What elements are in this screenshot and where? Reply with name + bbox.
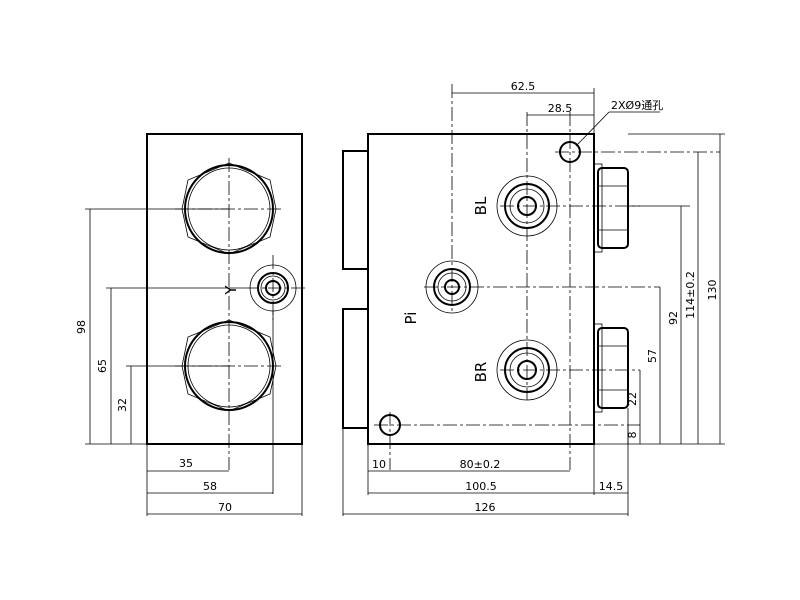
dim-8: 8 — [626, 432, 639, 439]
dim-14-5: 14.5 — [599, 480, 624, 493]
dim-22: 22 — [626, 392, 639, 406]
fitting-lower — [593, 323, 629, 413]
right-view: BL BR Pi 62.5 28.5 2XØ9通孔 130 114±0.2 92… — [342, 80, 725, 516]
dim-98: 98 — [75, 320, 88, 334]
dim-70: 70 — [218, 501, 232, 514]
side-block-upper — [342, 150, 369, 270]
dim-10: 10 — [372, 458, 386, 471]
fitting-upper — [593, 163, 629, 253]
port-label-bl: BL — [472, 196, 490, 215]
dim-80: 80±0.2 — [460, 458, 501, 471]
dim-62-5: 62.5 — [511, 80, 536, 93]
dim-35: 35 — [179, 457, 193, 470]
side-block-lower — [342, 308, 369, 429]
dim-65: 65 — [96, 359, 109, 373]
dim-32: 32 — [116, 398, 129, 412]
dim-130: 130 — [706, 280, 719, 301]
dim-100-5: 100.5 — [465, 480, 497, 493]
left-body-outline — [146, 133, 303, 445]
dim-126: 126 — [475, 501, 496, 514]
dim-58: 58 — [203, 480, 217, 493]
dim-28-5: 28.5 — [548, 102, 573, 115]
right-body-outline — [367, 133, 595, 445]
port-label-pi: Pi — [402, 312, 420, 325]
left-view: Y 98 65 32 35 58 70 — [75, 133, 305, 516]
dim-92: 92 — [667, 311, 680, 325]
note-through-hole: 2XØ9通孔 — [611, 99, 663, 112]
port-label-y: Y — [222, 285, 240, 296]
dim-57: 57 — [646, 349, 659, 363]
port-label-br: BR — [472, 362, 490, 383]
dim-114: 114±0.2 — [684, 271, 697, 319]
